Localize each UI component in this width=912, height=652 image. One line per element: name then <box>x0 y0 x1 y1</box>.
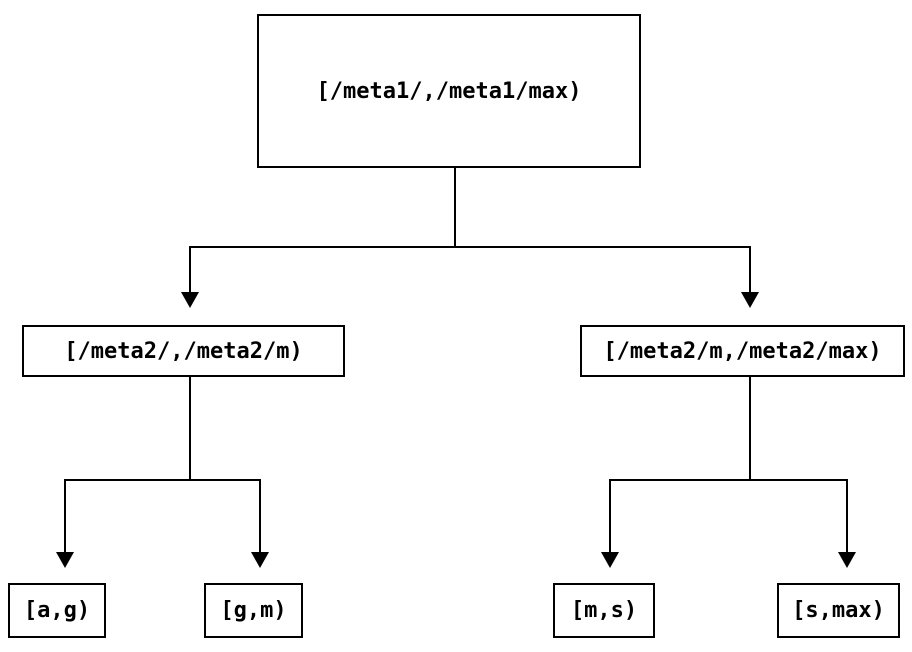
connector-left-crossbar <box>64 479 261 481</box>
arrow-down-icon-smax <box>838 552 856 568</box>
node-leaf-smax-label: [s,max) <box>792 598 885 623</box>
connector-root-right-drop <box>749 246 751 292</box>
connector-left-drop-gm <box>259 479 261 552</box>
node-right: [/meta2/m,/meta2/max) <box>580 325 905 377</box>
connector-right-drop-ms <box>609 479 611 552</box>
node-root: [/meta1/,/meta1/max) <box>257 14 641 168</box>
node-leaf-ms-label: [m,s) <box>570 598 638 623</box>
node-leaf-smax: [s,max) <box>777 583 900 638</box>
node-root-label: [/meta1/,/meta1/max) <box>316 78 582 104</box>
connector-right-crossbar <box>609 479 848 481</box>
arrow-down-icon-ms <box>601 552 619 568</box>
connector-right-stem <box>749 377 751 480</box>
connector-root-left-drop <box>189 246 191 292</box>
arrow-down-icon-right <box>741 292 759 308</box>
node-leaf-ms: [m,s) <box>553 583 655 638</box>
connector-root-crossbar <box>189 246 751 248</box>
arrow-down-icon-gm <box>251 552 269 568</box>
connector-left-drop-ag <box>64 479 66 552</box>
node-leaf-ag: [a,g) <box>8 583 106 638</box>
arrow-down-icon-ag <box>56 552 74 568</box>
connector-right-drop-smax <box>846 479 848 552</box>
node-leaf-gm-label: [g,m) <box>220 598 287 623</box>
node-right-label: [/meta2/m,/meta2/max) <box>603 338 882 364</box>
node-leaf-gm: [g,m) <box>204 583 303 638</box>
arrow-down-icon-left <box>181 292 199 308</box>
connector-root-stem <box>454 168 456 247</box>
node-leaf-ag-label: [a,g) <box>23 598 91 623</box>
node-left: [/meta2/,/meta2/m) <box>22 325 345 377</box>
connector-left-stem <box>189 377 191 480</box>
node-left-label: [/meta2/,/meta2/m) <box>64 338 303 364</box>
